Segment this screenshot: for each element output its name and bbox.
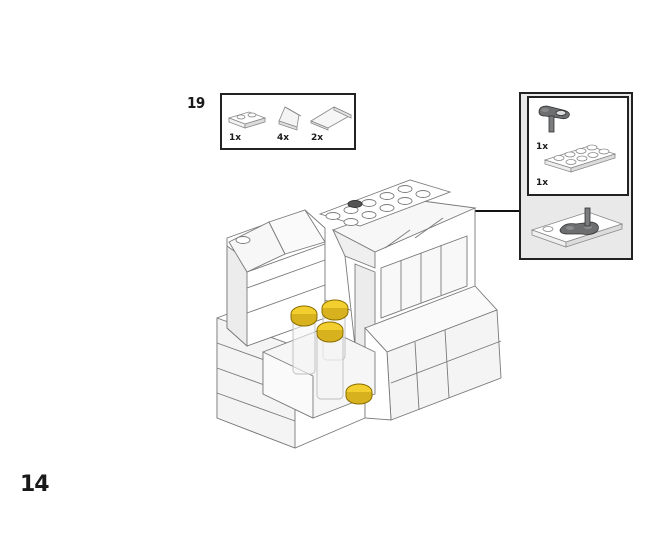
build-model-illustration bbox=[216, 179, 502, 449]
page-number: 14 bbox=[20, 472, 50, 497]
step-number: 19 bbox=[187, 94, 205, 112]
subassembly-result-icon bbox=[530, 207, 624, 248]
plate-2x4-icon bbox=[543, 144, 617, 173]
plate-1x2-icon bbox=[227, 111, 267, 129]
slope-small-icon bbox=[278, 106, 302, 131]
parts-list-box: 1x 4x 2x bbox=[220, 93, 356, 150]
slope-large-icon bbox=[310, 106, 352, 131]
subassembly-callout: 1x 1x bbox=[519, 92, 633, 260]
part-qty: 1x bbox=[229, 133, 242, 143]
part-qty: 4x bbox=[277, 133, 290, 143]
subassembly-parts-box: 1x 1x bbox=[527, 96, 629, 196]
part-qty: 1x bbox=[536, 178, 549, 188]
plate-with-pin-icon bbox=[538, 105, 570, 133]
part-qty: 2x bbox=[311, 133, 324, 143]
part-qty: 1x bbox=[536, 142, 549, 152]
